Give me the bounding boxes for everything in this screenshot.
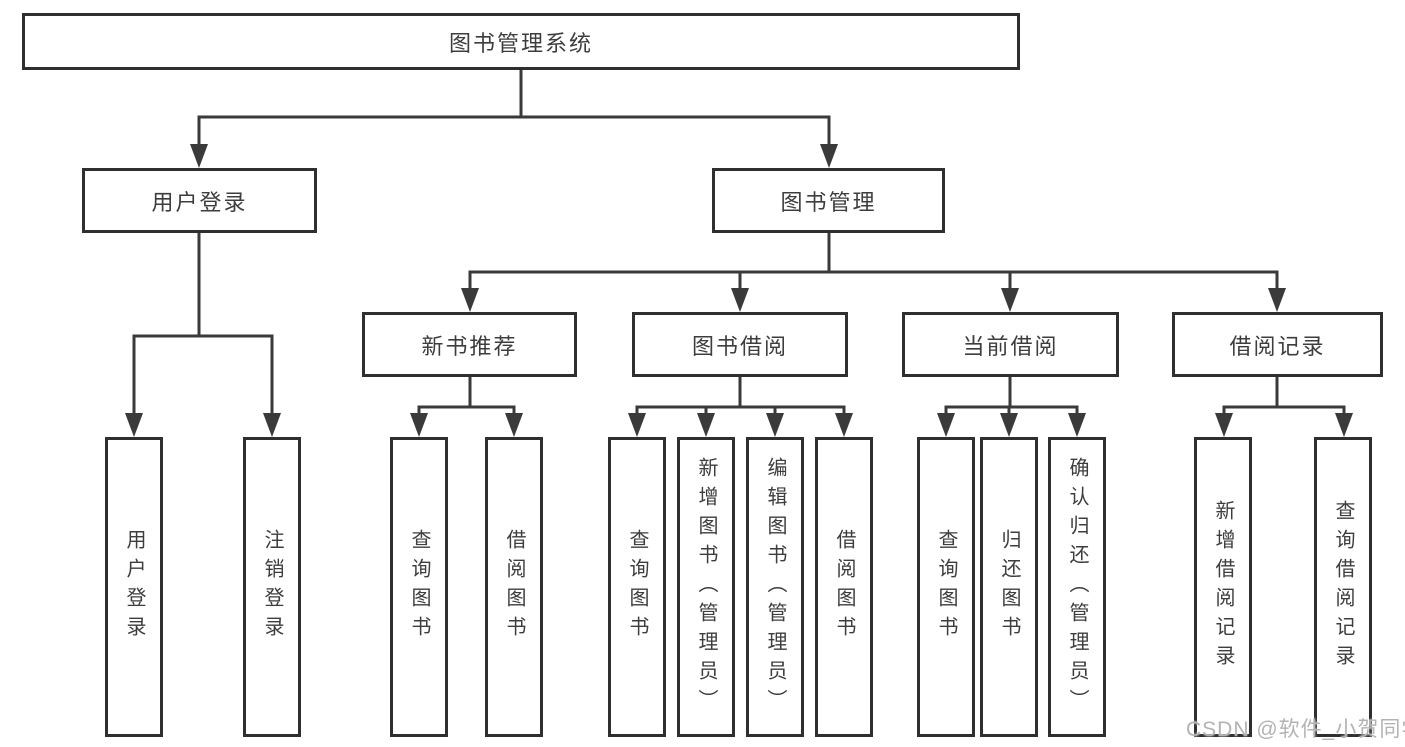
leaf-return-books-label: 归还图书: [998, 529, 1020, 645]
node-user-login: 用户登录: [82, 168, 317, 233]
leaf-add-borrow-record: 新增借阅记录: [1194, 437, 1252, 737]
leaf-confirm-return-admin-label: 确认归还（管理员）: [1066, 456, 1088, 718]
leaf-query-books-3-label: 查询图书: [935, 529, 957, 645]
leaf-user-login-label: 用户登录: [123, 529, 145, 645]
leaf-add-book-admin-label: 新增图书（管理员）: [695, 456, 717, 718]
node-book-management: 图书管理: [712, 168, 945, 233]
leaf-borrow-books-2-label: 借阅图书: [833, 529, 855, 645]
leaf-query-books-2: 查询图书: [608, 437, 666, 737]
leaf-borrow-books-2: 借阅图书: [815, 437, 873, 737]
node-book-borrowing: 图书借阅: [632, 312, 848, 377]
leaf-query-borrow-record: 查询借阅记录: [1314, 437, 1372, 737]
leaf-user-login: 用户登录: [105, 437, 163, 737]
leaf-query-books-1: 查询图书: [390, 437, 448, 737]
leaf-add-borrow-record-label: 新增借阅记录: [1212, 500, 1234, 674]
leaf-edit-book-admin: 编辑图书（管理员）: [746, 437, 804, 737]
leaf-query-books-2-label: 查询图书: [626, 529, 648, 645]
leaf-query-borrow-record-label: 查询借阅记录: [1332, 500, 1354, 674]
leaf-logout-label: 注销登录: [261, 529, 283, 645]
node-current-borrowing: 当前借阅: [902, 312, 1119, 377]
node-root: 图书管理系统: [22, 13, 1020, 70]
leaf-edit-book-admin-label: 编辑图书（管理员）: [764, 456, 786, 718]
node-new-book-recommend: 新书推荐: [362, 312, 577, 377]
leaf-borrow-books-1: 借阅图书: [485, 437, 543, 737]
leaf-logout: 注销登录: [243, 437, 301, 737]
leaf-query-books-1-label: 查询图书: [408, 529, 430, 645]
leaf-add-book-admin: 新增图书（管理员）: [677, 437, 735, 737]
node-borrowing-records: 借阅记录: [1172, 312, 1383, 377]
watermark: CSDN @软件_小贺同学: [1186, 718, 1405, 741]
leaf-query-books-3: 查询图书: [917, 437, 975, 737]
leaf-confirm-return-admin: 确认归还（管理员）: [1048, 437, 1106, 737]
leaf-return-books: 归还图书: [980, 437, 1038, 737]
leaf-borrow-books-1-label: 借阅图书: [503, 529, 525, 645]
